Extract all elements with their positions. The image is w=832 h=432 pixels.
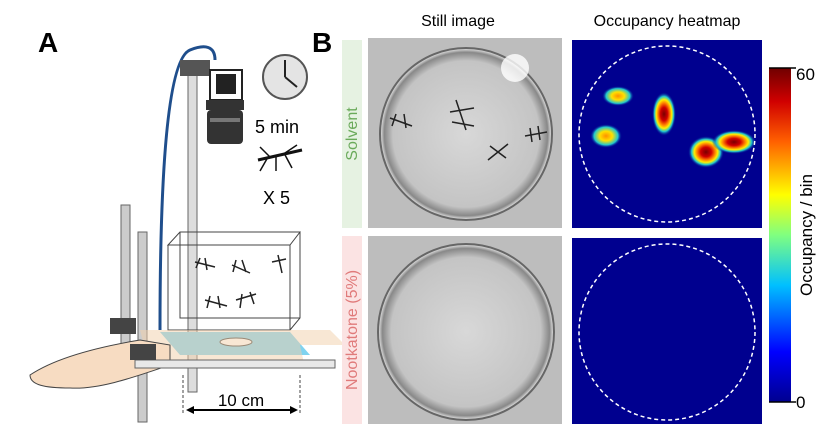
column-title-still: Still image [421, 13, 495, 30]
heat-blob [712, 130, 756, 154]
clock-icon [262, 54, 308, 100]
platform [134, 359, 336, 369]
colorbar-max: 60 [796, 65, 815, 84]
arena-outline [578, 243, 756, 421]
panel-a-label: A [38, 27, 58, 58]
colorbar-min: 0 [796, 393, 805, 412]
mosquito-icon [257, 144, 303, 172]
count-label: X 5 [263, 188, 290, 208]
nootkatone-row-band [342, 236, 362, 424]
solvent-row-band [342, 40, 362, 228]
heat-blob [590, 124, 622, 148]
clamp-right [130, 344, 156, 360]
clamp-left [110, 318, 136, 334]
heatmap-solvent [572, 40, 762, 228]
setup-illustration [29, 45, 345, 423]
panel-b-label: B [312, 27, 332, 58]
row-label-nootkatone: Nootkatone (5%) [344, 270, 361, 390]
mosquitoes-photo [389, 99, 548, 161]
arena-outline [578, 45, 756, 223]
column-title-heatmap: Occupancy heatmap [594, 13, 741, 30]
heatmap-nootkatone [572, 238, 762, 424]
arm [140, 330, 345, 368]
colorbar [769, 68, 791, 402]
heat-blob [602, 86, 634, 106]
heat-blob [652, 92, 676, 136]
duration-label: 5 min [255, 117, 299, 137]
camera-cable [158, 45, 217, 331]
still-image-nootkatone [368, 236, 562, 424]
mosquitoes-in-cage [194, 254, 287, 309]
camera-lens [207, 110, 243, 144]
scale-label: 10 cm [218, 391, 264, 410]
front-pole [137, 231, 148, 423]
camera-clamp [180, 60, 210, 76]
still-image-solvent [368, 38, 562, 228]
colorbar-label: Occupancy / bin [797, 174, 816, 296]
row-label-solvent: Solvent [344, 107, 361, 161]
